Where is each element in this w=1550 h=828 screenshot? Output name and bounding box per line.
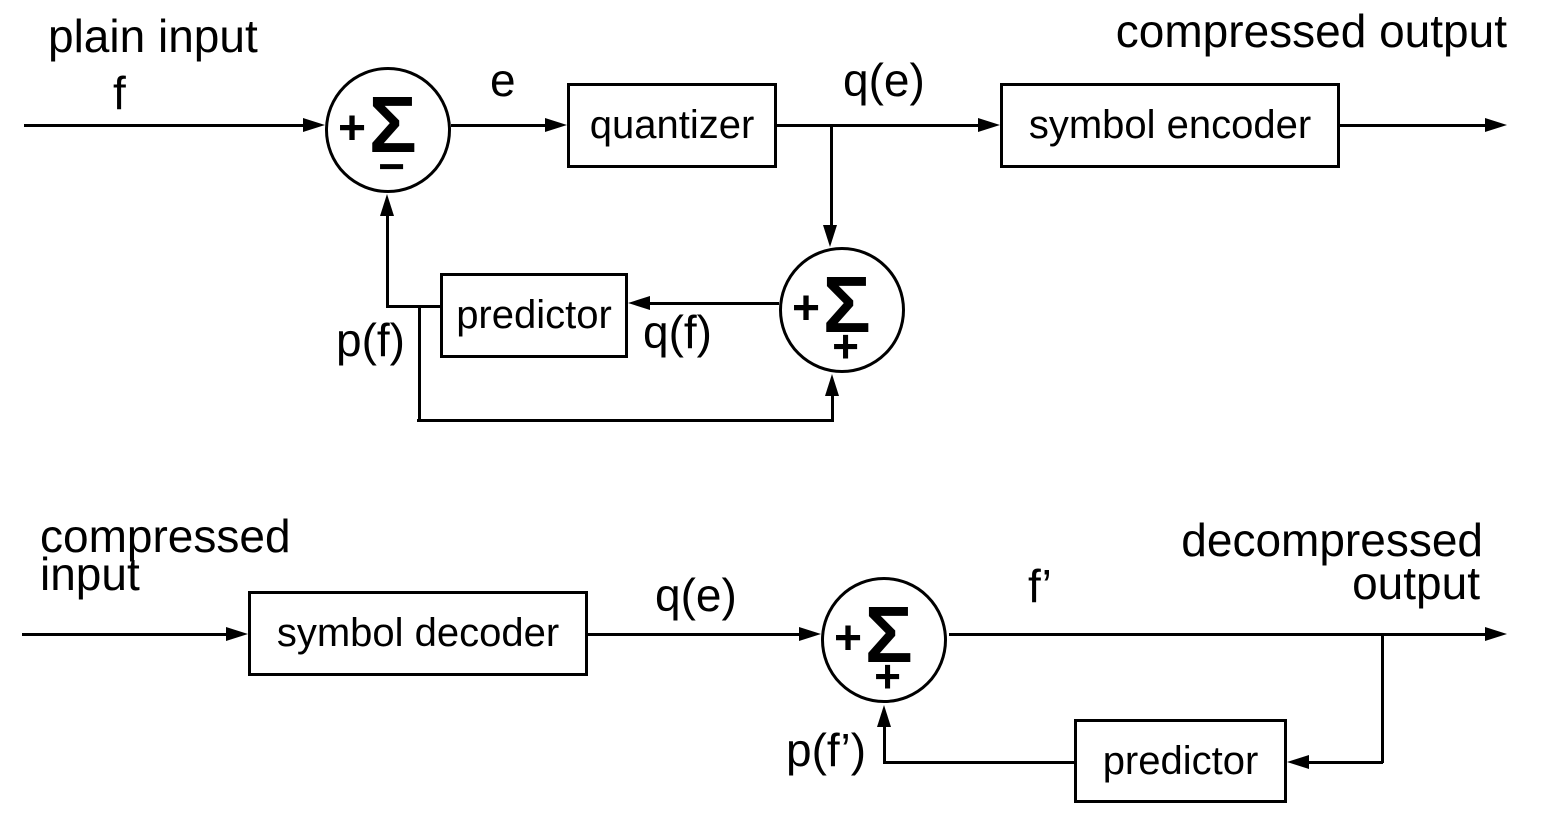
arrow-head-up-icon [380, 194, 394, 216]
wire-prediction-up [386, 216, 389, 307]
wire-loop-up [831, 396, 834, 422]
arrow-head-left-icon [628, 296, 650, 310]
decoder-title-left-line2: input [40, 548, 140, 600]
plus-sign: + [338, 102, 367, 156]
arrow-head-right-icon [1485, 627, 1507, 641]
plus-sign: + [834, 612, 863, 666]
wire-loop-bottom [417, 419, 834, 422]
arrow-head-left-icon [1287, 755, 1309, 769]
signal-label-f: f [113, 67, 126, 119]
wire-error-e [451, 124, 547, 127]
wire-loop-down [418, 305, 421, 422]
wire-qf [650, 302, 779, 305]
wire-output-branch-down [1381, 633, 1384, 763]
summing-junction-encoder-reconstruct: + Σ + [779, 247, 905, 373]
summing-junction-encoder-input: + Σ − [325, 67, 451, 193]
symbol-decoder-box: symbol decoder [248, 591, 588, 676]
quantizer-box: quantizer [567, 83, 777, 168]
predictor-label: predictor [1102, 738, 1259, 783]
predictor-label: predictor [456, 293, 612, 337]
wire-branch-down [830, 124, 833, 226]
plus-sign: + [832, 320, 860, 372]
wire-decompressed-output [949, 633, 1486, 636]
decoder-title-left-line1: compressed [40, 510, 291, 562]
wire-prediction-out-decoder [883, 761, 1075, 764]
arrow-head-up-icon [825, 374, 839, 396]
encoder-predictor-box: predictor [440, 273, 628, 358]
minus-sign: − [378, 140, 406, 192]
signal-label-pf-prime: p(f’) [786, 724, 867, 776]
plus-sign: + [792, 282, 821, 336]
decoder-predictor-box: predictor [1074, 719, 1287, 803]
arrow-head-right-icon [226, 627, 248, 641]
summing-junction-decoder: + Σ + [821, 577, 947, 703]
arrow-head-right-icon [978, 118, 1000, 132]
signal-label-qe-decoder: q(e) [655, 569, 737, 621]
decoder-title-right-line1: decompressed [1181, 514, 1483, 566]
sigma-symbol: Σ [822, 260, 871, 350]
wire-prediction-out [386, 305, 441, 308]
arrow-head-right-icon [303, 118, 325, 132]
wire-qe-decoder [588, 633, 801, 636]
sigma-symbol: Σ [864, 590, 913, 680]
symbol-decoder-label: symbol decoder [276, 611, 560, 655]
sigma-symbol: Σ [368, 80, 417, 170]
wire-into-predictor [1309, 761, 1383, 764]
arrow-head-right-icon [799, 627, 821, 641]
encoder-title-right: compressed output [1115, 5, 1507, 57]
encoder-title-left: plain input [48, 10, 258, 62]
quantizer-label: quantizer [589, 103, 755, 147]
plus-sign: + [874, 650, 902, 702]
signal-label-e: e [490, 54, 516, 106]
arrow-head-right-icon [545, 118, 567, 132]
wire-compressed-output [1340, 124, 1486, 127]
arrow-head-down-icon [823, 225, 837, 247]
wire-compressed-input [22, 633, 228, 636]
symbol-encoder-box: symbol encoder [1000, 83, 1340, 168]
arrow-head-right-icon [1485, 118, 1507, 132]
wire-quantized-qe [777, 124, 980, 127]
wire-prediction-up-decoder [883, 727, 886, 763]
wire-input-f [24, 124, 305, 127]
signal-label-qf: q(f) [643, 306, 712, 358]
symbol-encoder-label: symbol encoder [1028, 103, 1312, 147]
signal-label-pf: p(f) [336, 314, 405, 366]
signal-label-f-prime: f’ [1028, 560, 1052, 612]
decoder-title-right-line2: output [1352, 557, 1480, 609]
signal-label-qe: q(e) [843, 54, 925, 106]
arrow-head-up-icon [877, 705, 891, 727]
